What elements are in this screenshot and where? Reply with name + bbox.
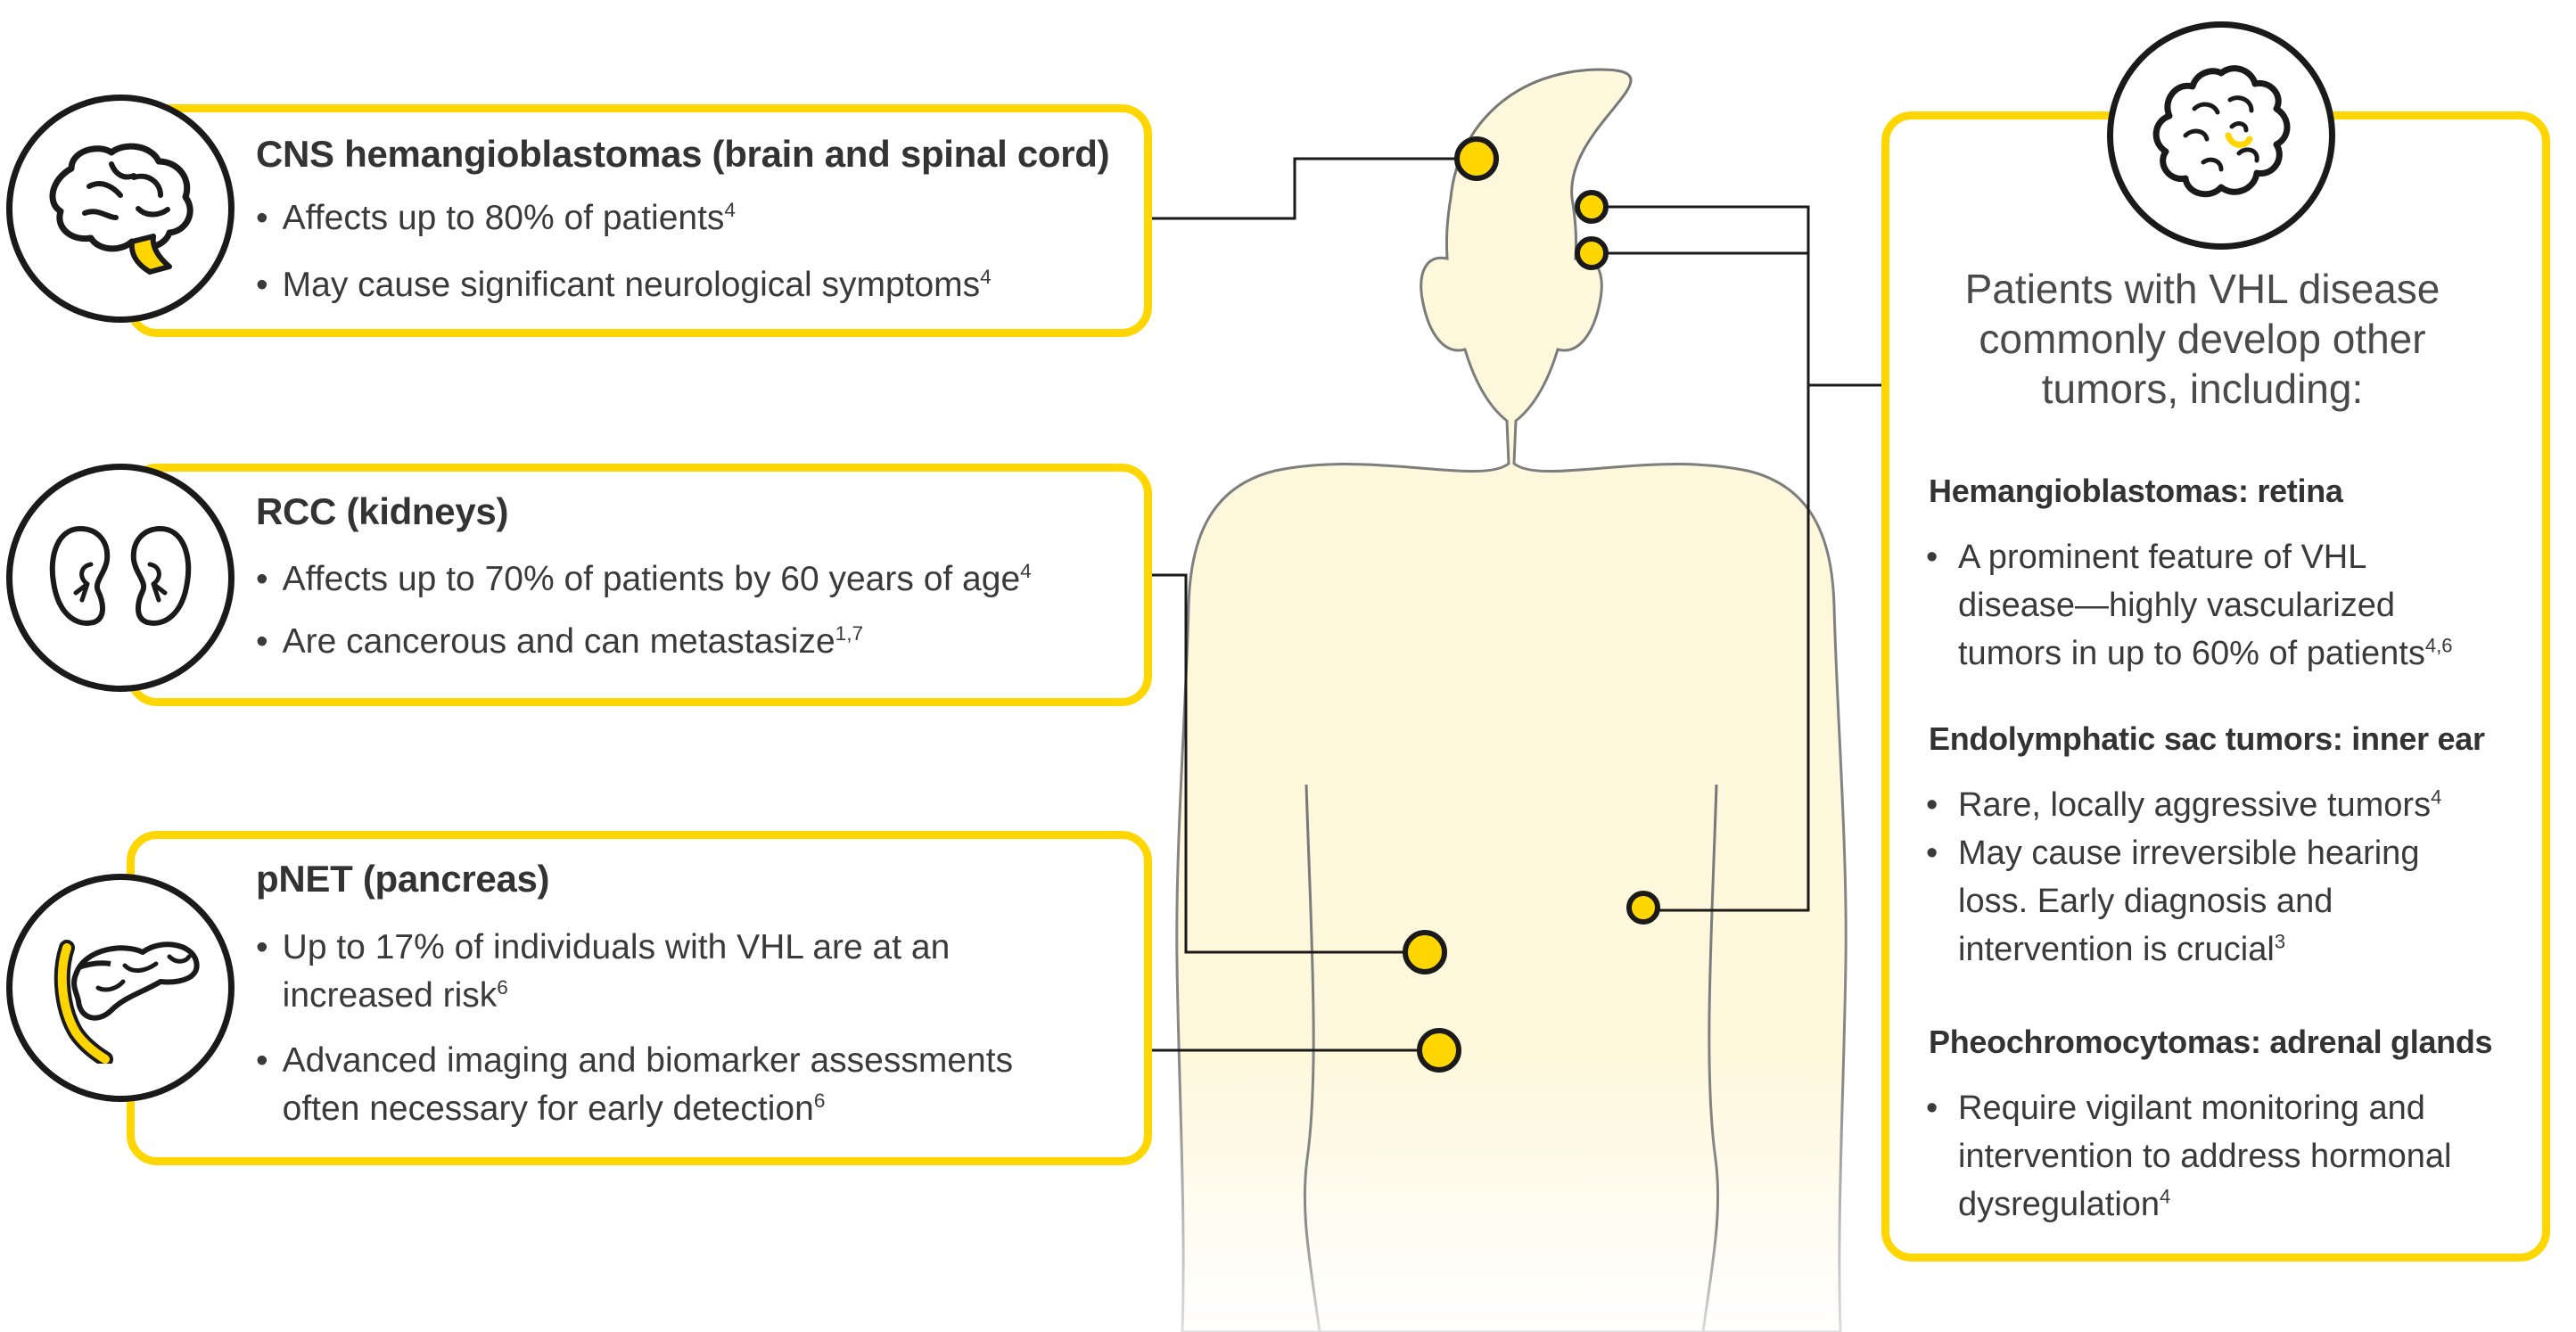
card-cns-bullet-2: •May cause significant neurological symp… [256,266,992,304]
right-panel [1881,111,2550,1262]
section-retina-title: Hemangioblastomas: retina [1929,473,2343,509]
tumor-cell-icon [2152,65,2291,198]
kidneys-icon [49,525,192,626]
tumor-cell-icon-circle [2107,21,2335,250]
section-adrenal-title: Pheochromocytomas: adrenal glands [1929,1024,2493,1060]
kidneys-icon-circle [6,464,235,692]
connector-kidney [1152,573,1424,954]
organ-markers [1403,136,1660,1073]
card-cns-bullet-1: •Affects up to 80% of patients4 [256,199,736,237]
brain-icon [49,143,193,275]
connector-lines [1152,157,1881,1052]
pancreas-icon [53,940,200,1064]
card-rcc-bullet-1: •Affects up to 70% of patients by 60 yea… [256,560,1032,598]
right-panel-intro: Patients with VHL disease commonly devel… [1964,266,2440,412]
card-rcc-title: RCC (kidneys) [256,490,509,532]
card-pnet-title: pNET (pancreas) [256,858,550,900]
marker-retina [1575,190,1609,224]
body-outline [1175,68,1848,1332]
connector-retina [1590,205,1810,912]
marker-brain [1454,136,1499,181]
marker-adrenal [1626,891,1660,925]
card-cns [127,104,1152,337]
left-arm-line [1303,784,1321,1332]
brain-icon-circle [6,95,235,323]
card-pnet-bullet-1: •Up to 17% of individuals with VHL are a… [256,928,951,1015]
card-rcc-bullet-2: •Are cancerous and can metastasize1,7 [256,622,864,661]
connector-brain [1152,157,1473,220]
right-arm-line [1701,784,1720,1332]
pancreas-icon-circle [6,874,235,1102]
marker-inner-ear [1575,236,1609,270]
marker-pancreas [1417,1028,1461,1073]
card-pnet-bullet-2: •Advanced imaging and biomarker assessme… [256,1041,1014,1128]
section-ear-title: Endolymphatic sac tumors: inner ear [1929,720,2485,757]
card-cns-title: CNS hemangioblastomas (brain and spinal … [256,133,1110,175]
marker-kidney [1403,930,1447,974]
